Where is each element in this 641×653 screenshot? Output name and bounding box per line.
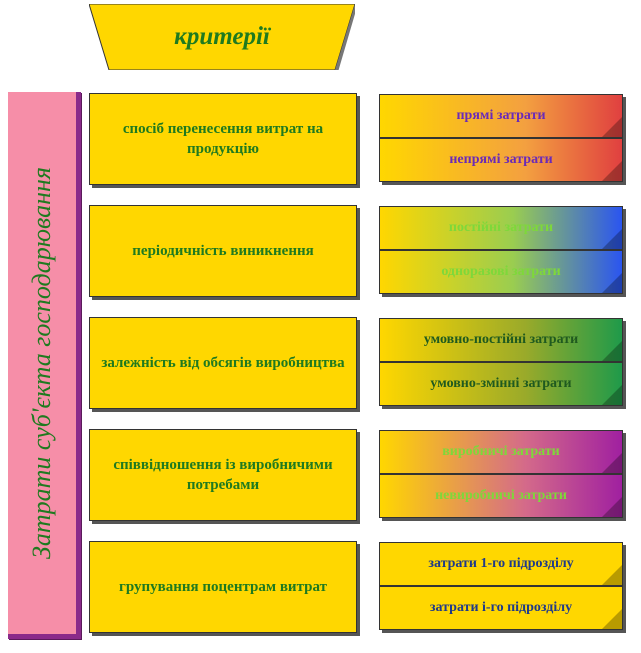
criterion-box: співвідношення із виробничими потребами [89, 429, 357, 521]
criterion-box: спосіб перенесення витрат на продукцію [89, 93, 357, 185]
value-group: затрати 1-го підрозділу затрати i-го під… [379, 542, 623, 630]
corner-fold [602, 385, 622, 405]
value-text: затрати i-го підрозділу [429, 600, 573, 615]
value-group: виробничі затрати невиробничі затрати [379, 430, 623, 518]
value-text: виробничі затрати [442, 444, 560, 459]
value-text: затрати 1-го підрозділу [428, 556, 574, 571]
corner-fold [602, 229, 622, 249]
header-shape [89, 4, 355, 70]
value-text: постійні затрати [448, 220, 554, 235]
value-text: непрямі затрати [449, 152, 553, 167]
side-label-box: Затрати суб'єкта господарювання [8, 92, 81, 639]
side-label: Затрати суб'єкта господарювання [27, 166, 56, 560]
value-box: умовно-змінні затрати [379, 362, 623, 406]
value-box: затрати 1-го підрозділу [379, 542, 623, 586]
corner-fold [602, 117, 622, 137]
value-group: умовно-постійні затрати умовно-змінні за… [379, 318, 623, 406]
value-box: одноразові затрати [379, 250, 623, 294]
value-text: умовно-постійні затрати [423, 332, 579, 347]
criterion-text: періодичність виникнення [132, 243, 314, 259]
value-box: непрямі затрати [379, 138, 623, 182]
criterion-text: залежність від обсягів виробництва [101, 355, 345, 371]
value-text: невиробничі затрати [435, 488, 567, 503]
value-text: прямі затрати [456, 108, 546, 123]
criteria-header: критерії [89, 4, 355, 70]
criterion-box: періодичність виникнення [89, 205, 357, 297]
value-group: прямі затрати непрямі затрати [379, 94, 623, 182]
value-box: умовно-постійні затрати [379, 318, 623, 362]
corner-fold [602, 609, 622, 629]
value-box: прямі затрати [379, 94, 623, 138]
criterion-box: групування поцентрам витрат [89, 541, 357, 633]
value-box: постійні затрати [379, 206, 623, 250]
criterion-text: групування поцентрам витрат [119, 579, 327, 595]
corner-fold [602, 497, 622, 517]
criterion-text: співвідношення із виробничими потребами [113, 457, 333, 493]
criterion-box: залежність від обсягів виробництва [89, 317, 357, 409]
value-text: одноразові затрати [441, 264, 561, 279]
value-group: постійні затрати одноразові затрати [379, 206, 623, 294]
corner-fold [602, 161, 622, 181]
corner-fold [602, 453, 622, 473]
corner-fold [602, 341, 622, 361]
value-text: умовно-змінні затрати [430, 376, 572, 391]
value-box: затрати i-го підрозділу [379, 586, 623, 630]
corner-fold [602, 273, 622, 293]
criterion-text: спосіб перенесення витрат на продукцію [122, 121, 324, 157]
header-title: критерії [174, 23, 270, 50]
value-box: невиробничі затрати [379, 474, 623, 518]
value-box: виробничі затрати [379, 430, 623, 474]
corner-fold [602, 565, 622, 585]
